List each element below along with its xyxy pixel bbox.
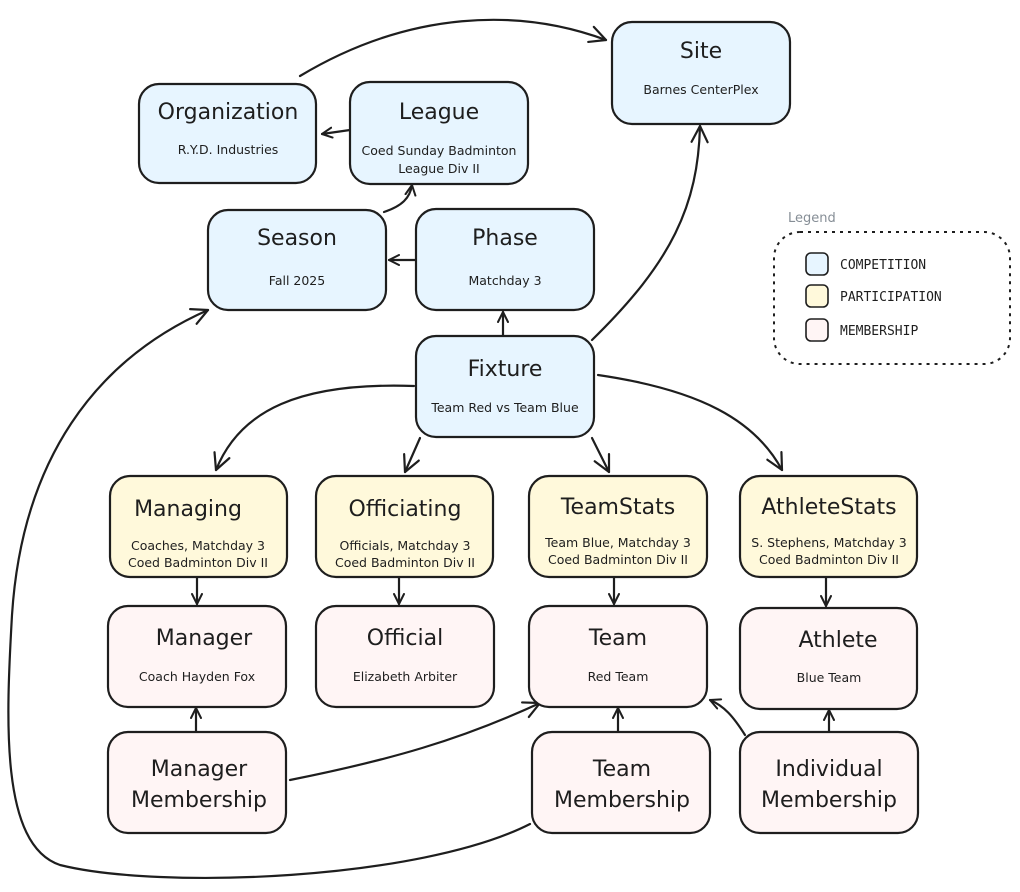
node-title: Fixture bbox=[468, 357, 543, 382]
legend-title: Legend bbox=[788, 211, 836, 226]
node-organization[interactable]: Organization R.Y.D. Industries bbox=[137, 82, 318, 185]
node-officiating[interactable]: Officiating Officials, Matchday 3 Coed B… bbox=[314, 474, 495, 579]
node-managing[interactable]: Managing Coaches, Matchday 3 Coed Badmin… bbox=[108, 474, 289, 579]
node-manager[interactable]: Manager Coach Hayden Fox bbox=[106, 604, 288, 709]
edge-fixture-site bbox=[590, 124, 709, 342]
node-detail: S. Stephens, Matchday 3 bbox=[751, 535, 906, 550]
node-title: Organization bbox=[158, 100, 299, 125]
node-detail: Coed Badminton Div II bbox=[759, 552, 899, 567]
edge-fixture-officiating bbox=[403, 436, 422, 474]
edge-organization-site bbox=[298, 18, 608, 78]
node-season[interactable]: Season Fall 2025 bbox=[206, 208, 388, 312]
edge-fixture-teamstats bbox=[590, 436, 611, 474]
node-title: Managing bbox=[134, 497, 242, 522]
legend-frame bbox=[773, 231, 1011, 365]
node-title: Officiating bbox=[349, 497, 462, 522]
node-phase[interactable]: Phase Matchday 3 bbox=[414, 207, 596, 312]
legend-swatch bbox=[805, 252, 829, 276]
node-title: Season bbox=[257, 226, 337, 251]
node-league[interactable]: League Coed Sunday Badminton League Div … bbox=[348, 80, 530, 186]
node-title: Site bbox=[680, 39, 722, 64]
node-title: AthleteStats bbox=[761, 495, 896, 520]
edge-manager-membership-team bbox=[288, 701, 542, 782]
node-detail: Team Red vs Team Blue bbox=[430, 400, 579, 415]
node-fixture[interactable]: Fixture Team Red vs Team Blue bbox=[414, 334, 596, 439]
node-title-line: Individual bbox=[775, 757, 882, 782]
edge-team-membership-season bbox=[7, 308, 532, 880]
node-detail: Coed Badminton Div II bbox=[128, 555, 268, 570]
node-detail: Blue Team bbox=[797, 670, 862, 685]
node-title-line: Membership bbox=[761, 788, 897, 813]
node-detail: League Div II bbox=[398, 161, 479, 176]
edge-league-organization bbox=[320, 126, 352, 139]
node-title-line: Team bbox=[592, 757, 651, 782]
legend-label: COMPETITION bbox=[840, 258, 926, 273]
node-detail: Coed Badminton Div II bbox=[335, 555, 475, 570]
node-detail: Coed Badminton Div II bbox=[548, 552, 688, 567]
node-title: League bbox=[399, 100, 479, 125]
legend-swatch bbox=[805, 318, 829, 342]
node-detail: Coach Hayden Fox bbox=[139, 669, 255, 684]
legend-label: PARTICIPATION bbox=[840, 290, 942, 305]
node-detail: Coaches, Matchday 3 bbox=[131, 538, 265, 553]
node-title-line: Membership bbox=[131, 788, 267, 813]
legend-item-membership: MEMBERSHIP bbox=[805, 318, 918, 342]
node-team[interactable]: Team Red Team bbox=[527, 604, 709, 709]
node-detail: Fall 2025 bbox=[269, 273, 325, 288]
node-title: Manager bbox=[156, 626, 253, 651]
edge-season-league bbox=[382, 183, 417, 214]
legend: Legend COMPETITION PARTICIPATION MEMBERS… bbox=[773, 211, 1011, 365]
node-title-line: Manager bbox=[151, 757, 248, 782]
node-official[interactable]: Official Elizabeth Arbiter bbox=[314, 604, 496, 709]
node-teamstats[interactable]: TeamStats Team Blue, Matchday 3 Coed Bad… bbox=[527, 474, 709, 579]
node-title: Athlete bbox=[798, 628, 877, 653]
node-site[interactable]: Site Barnes CenterPlex bbox=[610, 20, 792, 126]
node-detail: R.Y.D. Industries bbox=[178, 142, 279, 157]
node-athletestats[interactable]: AthleteStats S. Stephens, Matchday 3 Coe… bbox=[738, 474, 919, 579]
node-athlete[interactable]: Athlete Blue Team bbox=[738, 606, 919, 711]
node-title: Team bbox=[588, 626, 647, 651]
node-title: TeamStats bbox=[560, 495, 675, 520]
node-detail: Officials, Matchday 3 bbox=[340, 538, 471, 553]
node-title: Official bbox=[367, 626, 443, 651]
node-title: Phase bbox=[472, 226, 538, 251]
edge-fixture-athletestats bbox=[596, 373, 784, 472]
edge-individual-membership-team bbox=[708, 698, 747, 737]
node-detail: Coed Sunday Badminton bbox=[362, 143, 517, 158]
legend-item-competition: COMPETITION bbox=[805, 252, 926, 276]
node-detail: Red Team bbox=[588, 669, 649, 684]
edges bbox=[7, 18, 835, 880]
edge-fixture-managing bbox=[213, 384, 416, 472]
legend-label: MEMBERSHIP bbox=[840, 324, 918, 339]
node-detail: Matchday 3 bbox=[468, 273, 541, 288]
nodes: Site Barnes CenterPlex Organization R.Y.… bbox=[106, 20, 920, 835]
node-title-line: Membership bbox=[554, 788, 690, 813]
node-detail: Barnes CenterPlex bbox=[643, 82, 758, 97]
legend-swatch bbox=[805, 284, 829, 308]
node-detail: Elizabeth Arbiter bbox=[353, 669, 458, 684]
legend-item-participation: PARTICIPATION bbox=[805, 284, 942, 308]
node-detail: Team Blue, Matchday 3 bbox=[544, 535, 691, 550]
